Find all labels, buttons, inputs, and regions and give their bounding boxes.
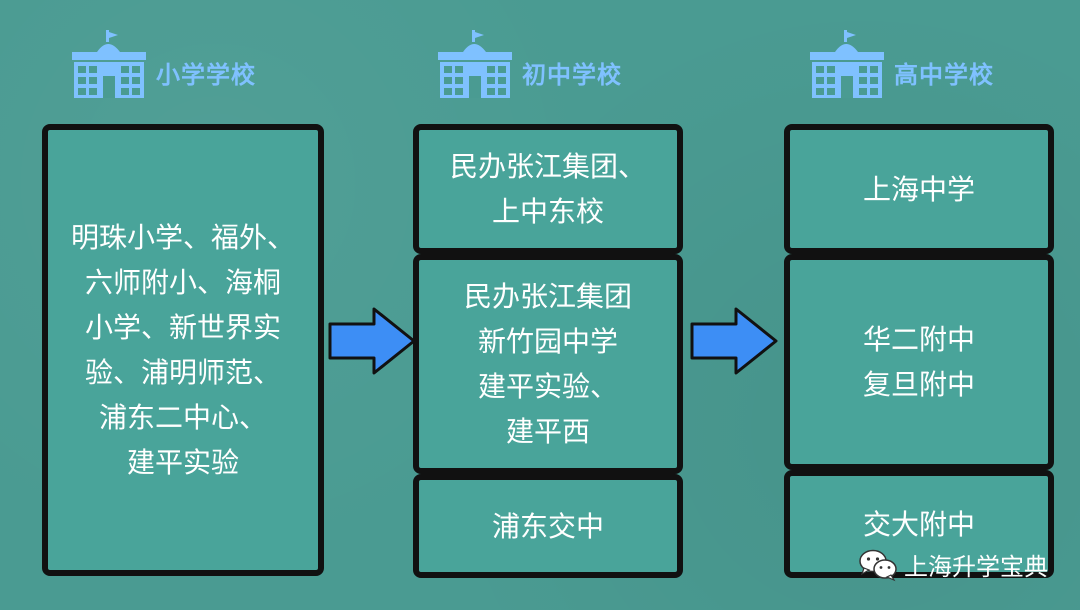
high-school-box: 华二附中 复旦附中 <box>784 254 1054 470</box>
header-title: 高中学校 <box>894 60 994 89</box>
right-arrow-icon <box>328 307 416 375</box>
middle-school-box: 民办张江集团 新竹园中学 建平实验、 建平西 <box>413 254 683 474</box>
school-building-icon <box>438 30 512 98</box>
header-middle: 初中学校 <box>436 30 622 100</box>
high-school-box: 交大附中 <box>784 470 1054 578</box>
header-high: 高中学校 <box>808 30 994 100</box>
header-title: 初中学校 <box>522 60 622 89</box>
school-building-icon <box>810 30 884 98</box>
watermark: 上海升学宝典 <box>858 547 1048 582</box>
wechat-icon <box>859 549 897 581</box>
school-building-icon <box>72 30 146 98</box>
header-primary: 小学学校 <box>70 30 256 100</box>
primary-school-box: 明珠小学、福外、 六师附小、海桐 小学、新世界实 验、浦明师范、 浦东二中心、 … <box>42 124 324 576</box>
header-title: 小学学校 <box>156 60 256 89</box>
middle-school-box: 民办张江集团、 上中东校 <box>413 124 683 254</box>
right-arrow-icon <box>690 307 778 375</box>
watermark-text: 上海升学宝典 <box>904 553 1048 581</box>
middle-school-box: 浦东交中 <box>413 474 683 578</box>
high-school-box: 上海中学 <box>784 124 1054 254</box>
